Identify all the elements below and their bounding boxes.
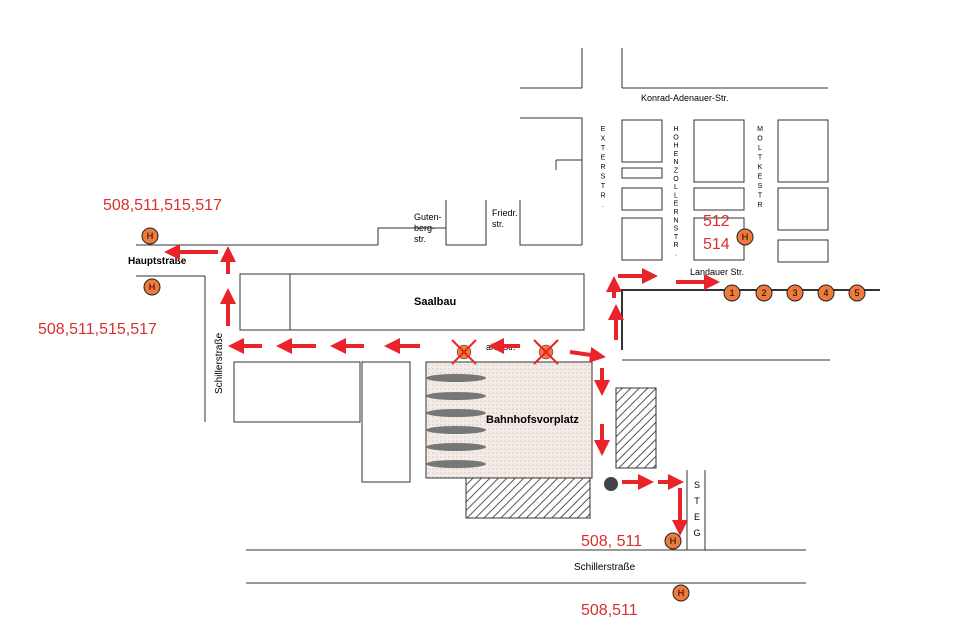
bus-lines-hauptstrasse-south: 508,511,515,517 — [38, 321, 157, 338]
bus-stop-hauptstrasse-north: H — [141, 227, 159, 245]
bus-stop-hauptstrasse-south: H — [143, 278, 161, 296]
exter-letter: R — [600, 193, 605, 200]
building-lower-left — [233, 361, 361, 423]
svg-text:H: H — [149, 282, 156, 292]
hohenzollern-letter: L — [674, 192, 678, 199]
hohenzollern-letter: L — [674, 184, 678, 191]
street-label-konrad-adenauer: Konrad-Adenauer-Str. — [641, 93, 729, 103]
bay-3: 3 — [786, 284, 804, 302]
bus-stop-landauer: H — [736, 228, 754, 246]
street-label-landauer: Landauer Str. — [690, 267, 744, 277]
svg-text:H: H — [678, 588, 685, 598]
bay-5: 5 — [848, 284, 866, 302]
building-narrow — [361, 361, 411, 483]
steg-letter: T — [694, 496, 700, 506]
moltke-letter: M — [757, 126, 763, 133]
steg-letter: S — [694, 480, 700, 490]
exter-letter: X — [601, 136, 606, 143]
hohenzollern-letter: T — [674, 234, 679, 241]
steg-letter: E — [694, 512, 700, 522]
hohenzollern-letter: H — [673, 126, 678, 133]
hohenzollern-letter: R — [673, 242, 678, 249]
svg-text:H: H — [742, 232, 749, 242]
street-lines — [136, 48, 880, 584]
hohenzollern-letter: N — [673, 159, 678, 166]
bus-lines-hauptstrasse-north: 508,511,515,517 — [103, 197, 222, 214]
closed-stop-1 — [451, 339, 477, 365]
bus-stop-schillerstrasse: H — [672, 584, 690, 602]
exter-letter: R — [600, 164, 605, 171]
route-arrows — [164, 244, 720, 536]
moltke-letter: L — [758, 145, 762, 152]
bus-stop-steg: H — [664, 532, 682, 550]
hohenzollern-letter: O — [673, 176, 679, 183]
bus-line-514: 514 — [703, 236, 730, 253]
bay-1: 1 — [723, 284, 741, 302]
bay-4: 4 — [817, 284, 835, 302]
hohenzollern-letter: S — [674, 226, 679, 233]
moltke-letter: R — [757, 202, 762, 209]
hatched-building-bottom — [465, 477, 591, 519]
moltke-letter: T — [758, 155, 763, 162]
svg-text:H: H — [670, 536, 677, 546]
street-label-schiller-vertical: Schillerstraße — [214, 332, 225, 394]
hohenzollern-letter: . — [675, 251, 677, 258]
hohenzollern-letter: N — [673, 217, 678, 224]
street-label-gutenberg-3: str. — [414, 234, 426, 244]
street-label-gutenberg-1: Guten- — [414, 212, 442, 222]
bus-bays — [426, 374, 486, 468]
steg-letter: G — [693, 528, 700, 538]
saalbau-label: Saalbau — [414, 296, 456, 308]
moltke-letter: O — [757, 136, 763, 143]
exter-letter: S — [601, 174, 606, 181]
street-label-friedr-1: Friedr. — [492, 208, 518, 218]
exter-letter: E — [601, 155, 606, 162]
hohenzollern-letter: H — [673, 143, 678, 150]
bus-lines-steg: 508, 511 — [581, 533, 642, 550]
city-blocks — [621, 119, 829, 263]
hohenzollern-letter: Z — [674, 168, 679, 175]
hohenzollern-letter: O — [673, 134, 679, 141]
bahnhofsvorplatz-label: Bahnhofsvorplatz — [486, 414, 579, 426]
svg-text:2: 2 — [761, 288, 766, 298]
hohenzollern-letter: E — [674, 151, 679, 158]
exter-letter: . — [602, 202, 604, 209]
moltke-letter: K — [758, 164, 763, 171]
saalbau-building — [239, 273, 585, 331]
street-label-gutenberg-2: berg- — [414, 223, 435, 233]
svg-text:4: 4 — [823, 288, 828, 298]
svg-text:1: 1 — [729, 288, 734, 298]
bay-2: 2 — [755, 284, 773, 302]
hohenzollern-letter: R — [673, 209, 678, 216]
svg-text:H: H — [147, 231, 154, 241]
street-label-hauptstrasse: Hauptstraße — [128, 256, 187, 267]
street-label-schiller-horizontal: Schillerstraße — [574, 562, 636, 573]
svg-text:5: 5 — [854, 288, 859, 298]
moltke-letter: T — [758, 193, 763, 200]
svg-text:3: 3 — [792, 288, 797, 298]
bus-line-512: 512 — [703, 213, 730, 230]
exter-letter: T — [601, 145, 606, 152]
exter-letter: E — [601, 126, 606, 133]
hohenzollern-letter: E — [674, 201, 679, 208]
street-label-friedr-2: str. — [492, 219, 504, 229]
moltke-letter: E — [758, 174, 763, 181]
exter-letter: T — [601, 183, 606, 190]
closed-stop-2 — [533, 339, 559, 365]
hatched-building-right — [615, 387, 657, 469]
moltke-letter: S — [758, 183, 763, 190]
bus-lines-schillerstrasse: 508,511 — [581, 602, 638, 619]
station-marker-dot — [604, 477, 618, 491]
